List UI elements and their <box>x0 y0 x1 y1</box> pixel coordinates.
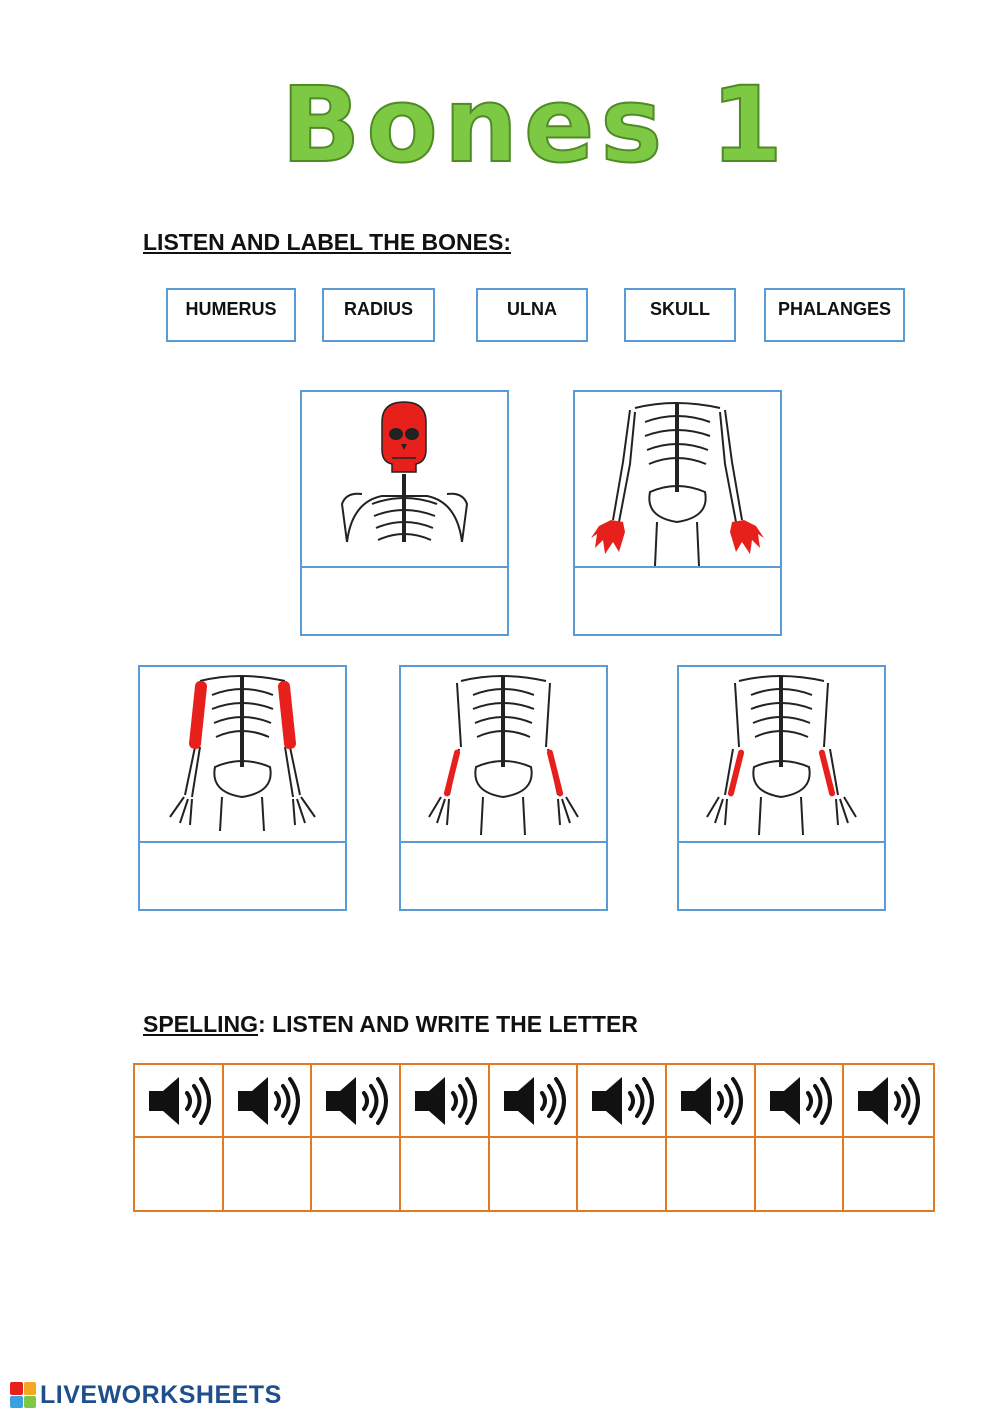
letter-input-box[interactable] <box>844 1138 933 1210</box>
spelling-heading-label: SPELLING <box>143 1011 259 1037</box>
letter-input-box[interactable] <box>756 1138 845 1210</box>
label-heading-text: LISTEN AND LABEL THE BONES: <box>143 229 512 255</box>
letter-input-box[interactable] <box>401 1138 490 1210</box>
letter-input-box[interactable] <box>312 1138 401 1210</box>
bone-card-radius <box>399 665 608 911</box>
spelling-heading-rest: : LISTEN AND WRITE THE LETTER <box>258 1011 638 1037</box>
bone-card-ulna <box>677 665 886 911</box>
spelling-grid <box>133 1063 935 1212</box>
skeleton-radius-image <box>401 667 606 841</box>
answer-box[interactable] <box>401 841 606 909</box>
letter-input-box[interactable] <box>490 1138 579 1210</box>
word-bank-skull[interactable]: SKULL <box>624 288 736 342</box>
brand-name: LIVEWORKSHEETS <box>40 1380 282 1409</box>
worksheet-title: Bones 1 <box>280 64 789 186</box>
speaker-cell[interactable] <box>844 1065 933 1138</box>
skeleton-hands-image <box>575 392 780 566</box>
letter-input-box[interactable] <box>135 1138 224 1210</box>
bone-card-hands <box>573 390 782 636</box>
answer-box[interactable] <box>679 841 884 909</box>
footer-brand: LIVEWORKSHEETS <box>10 1380 282 1410</box>
answer-box[interactable] <box>575 566 780 634</box>
letter-input-box[interactable] <box>667 1138 756 1210</box>
skeleton-humerus-image <box>140 667 345 841</box>
word-bank-phalanges[interactable]: PHALANGES <box>764 288 905 342</box>
answer-box[interactable] <box>140 841 345 909</box>
speaker-cell[interactable] <box>666 1065 756 1138</box>
speaker-cell[interactable] <box>400 1065 490 1138</box>
liveworksheets-logo-icon <box>10 1382 36 1408</box>
word-bank-ulna[interactable]: ULNA <box>476 288 588 342</box>
skeleton-ulna-image <box>679 667 884 841</box>
skeleton-skull-image <box>302 392 507 566</box>
speaker-cell[interactable] <box>223 1065 313 1138</box>
speaker-cell[interactable] <box>578 1065 667 1138</box>
letter-input-box[interactable] <box>578 1138 667 1210</box>
speaker-cell[interactable] <box>489 1065 579 1138</box>
word-bank-radius[interactable]: RADIUS <box>322 288 435 342</box>
letter-input-box[interactable] <box>224 1138 313 1210</box>
answer-box[interactable] <box>302 566 507 634</box>
word-bank-humerus[interactable]: HUMERUS <box>166 288 296 342</box>
spelling-section-heading: SPELLING: LISTEN AND WRITE THE LETTER <box>143 1010 638 1038</box>
bone-card-skull <box>300 390 509 636</box>
speaker-cell[interactable] <box>312 1065 401 1138</box>
bone-card-humerus <box>138 665 347 911</box>
speaker-cell[interactable] <box>755 1065 845 1138</box>
speaker-cell[interactable] <box>135 1065 224 1138</box>
label-section-heading: LISTEN AND LABEL THE BONES: <box>143 228 511 256</box>
